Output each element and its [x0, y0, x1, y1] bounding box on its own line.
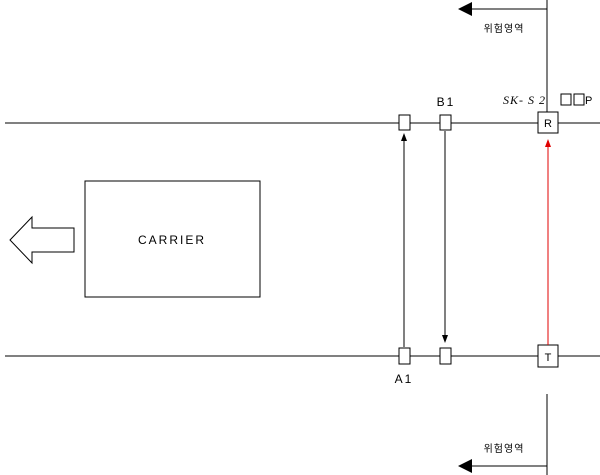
- sensor-b1-upper: [439, 114, 452, 131]
- carrier-box: [84, 180, 261, 298]
- sensor-b1-lower: [439, 347, 452, 365]
- danger-zone-bottom-arrow-head: [458, 459, 472, 473]
- sensor-sk-square-2: [573, 93, 585, 106]
- sensor-a1-lower: [398, 347, 411, 365]
- sensor-a1-upper: [398, 114, 411, 131]
- danger-zone-top-arrow-head: [458, 2, 472, 16]
- sensor-sk-square-1: [560, 93, 572, 106]
- sensor-sk-suffix: P: [585, 95, 592, 107]
- carrier-label: CARRIER: [138, 233, 206, 247]
- sensor-r-box: [537, 111, 559, 134]
- sensor-a1-label: A1: [395, 372, 414, 386]
- sensor-sk-label: SK- S 2: [503, 93, 546, 107]
- sensor-b1-label: B1: [437, 95, 456, 109]
- carrier-direction-arrow-icon: [9, 215, 75, 265]
- sensor-r-label: R: [544, 118, 552, 130]
- danger-zone-bottom-label: 위험영역: [484, 442, 525, 455]
- sensor-t-label: T: [545, 352, 552, 364]
- danger-zone-top-label: 위험영역: [484, 22, 525, 35]
